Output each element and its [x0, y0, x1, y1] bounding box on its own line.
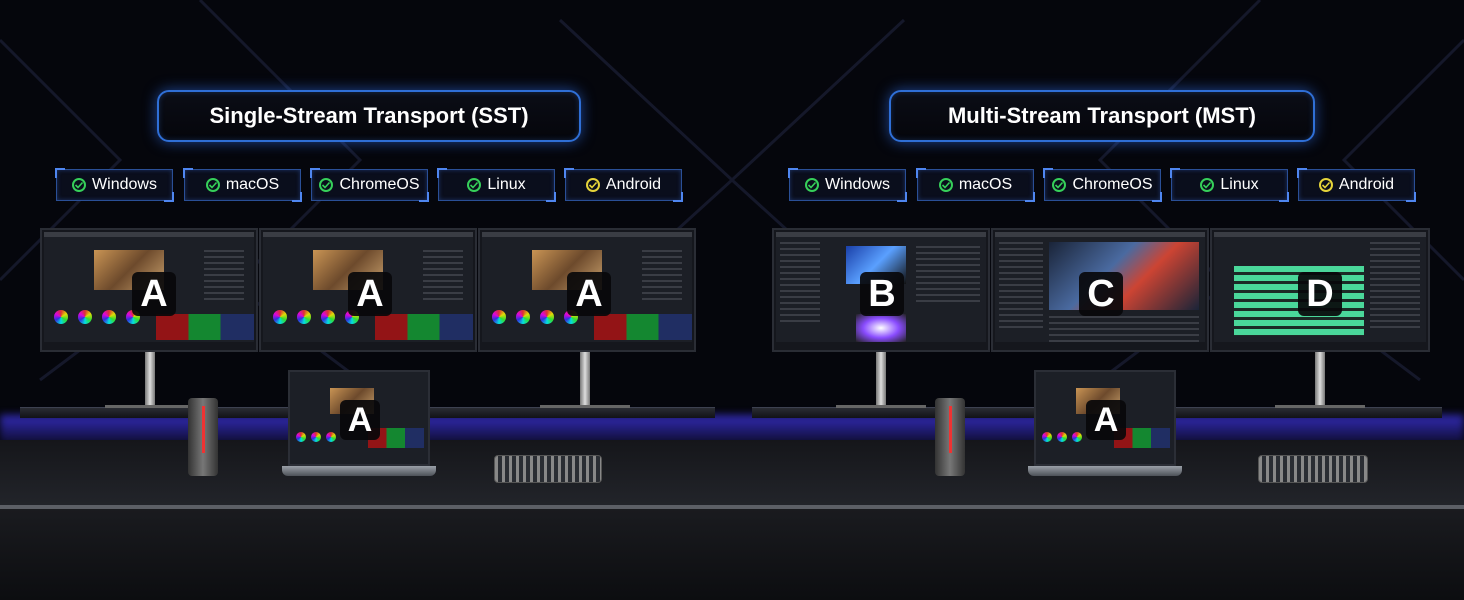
desk-edge: [0, 505, 1464, 600]
mst-os-chip-android: Android: [1297, 168, 1416, 202]
mst-monitor-d: D: [1210, 228, 1430, 352]
monitor-stand: [876, 350, 886, 408]
os-label: Linux: [1220, 176, 1259, 193]
docking-station: [188, 398, 218, 476]
display-label: A: [1086, 400, 1126, 440]
background-pattern: [0, 0, 1464, 382]
check-icon: [1318, 178, 1333, 192]
os-label: Windows: [92, 176, 157, 193]
display-label: A: [132, 272, 176, 316]
check-icon: [1052, 178, 1067, 192]
os-label: Linux: [487, 176, 526, 193]
monitor-stand: [1315, 350, 1325, 408]
os-label: macOS: [958, 176, 1013, 193]
mst-os-chip-chromeos: ChromeOS: [1043, 168, 1162, 202]
check-icon: [585, 178, 600, 192]
monitor-stand-foot: [836, 405, 926, 408]
laptop-base: [282, 466, 436, 476]
check-icon: [467, 178, 482, 192]
os-label: ChromeOS: [339, 176, 420, 193]
sst-title: Single-Stream Transport (SST): [157, 90, 581, 142]
monitor-stand: [145, 350, 155, 408]
check-icon: [805, 178, 820, 192]
laptop-base: [1028, 466, 1182, 476]
mst-monitor-b: B: [772, 228, 990, 352]
sst-os-chip-windows: Windows: [55, 168, 174, 202]
os-label: Android: [605, 176, 662, 193]
os-label: Windows: [825, 176, 890, 193]
sst-monitor-3: A: [478, 228, 696, 352]
sst-os-chip-chromeos: ChromeOS: [310, 168, 429, 202]
monitor-stand-foot: [1275, 405, 1365, 408]
display-label: D: [1298, 272, 1342, 316]
display-label: B: [860, 272, 904, 316]
os-label: ChromeOS: [1072, 176, 1153, 193]
display-label: A: [340, 400, 380, 440]
mst-laptop: A: [1034, 370, 1176, 466]
desk-surface: [0, 440, 1464, 510]
docking-station: [935, 398, 965, 476]
display-label: C: [1079, 272, 1123, 316]
sst-os-chip-macos: macOS: [183, 168, 302, 202]
os-label: Android: [1338, 176, 1395, 193]
sst-os-chip-android: Android: [564, 168, 683, 202]
mst-title: Multi-Stream Transport (MST): [889, 90, 1315, 142]
display-label: A: [567, 272, 611, 316]
monitor-stand: [580, 350, 590, 408]
mst-monitor-c: C: [991, 228, 1209, 352]
check-icon: [1200, 178, 1215, 192]
control-keyboard: [1258, 455, 1368, 483]
sst-os-chip-linux: Linux: [437, 168, 556, 202]
sst-laptop: A: [288, 370, 430, 466]
mst-os-chip-macos: macOS: [916, 168, 1035, 202]
monitor-stand-foot: [105, 405, 195, 408]
monitor-stand-foot: [540, 405, 630, 408]
control-keyboard: [494, 455, 602, 483]
check-icon: [205, 178, 220, 192]
sst-monitor-1: A: [40, 228, 258, 352]
check-icon: [938, 178, 953, 192]
mst-os-chip-linux: Linux: [1170, 168, 1289, 202]
check-icon: [72, 178, 87, 192]
display-label: A: [348, 272, 392, 316]
os-label: macOS: [225, 176, 280, 193]
sst-monitor-2: A: [259, 228, 477, 352]
mst-os-chip-windows: Windows: [788, 168, 907, 202]
check-icon: [319, 178, 334, 192]
